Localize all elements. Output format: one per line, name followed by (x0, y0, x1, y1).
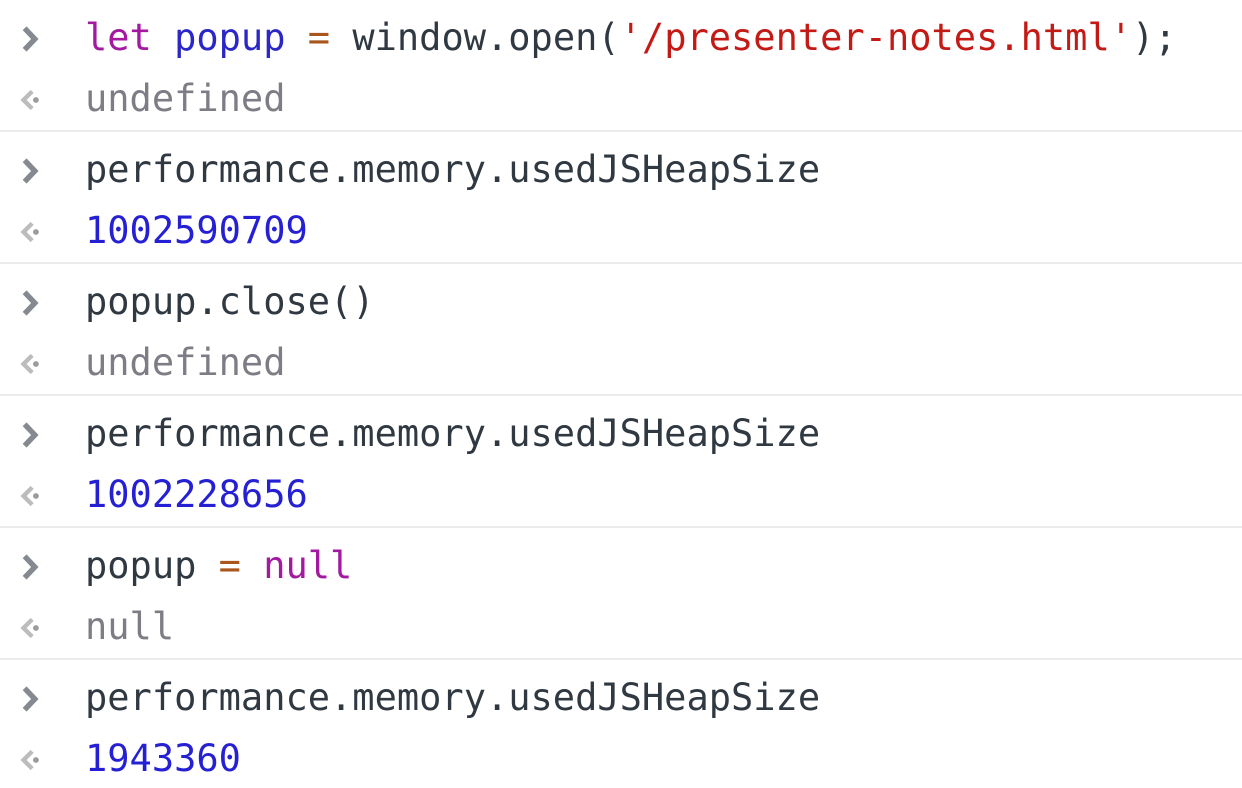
chevron-right-icon (16, 685, 44, 713)
chevron-right-icon (16, 553, 44, 581)
token-plain: ); (1132, 16, 1177, 60)
token-plain: window.open( (330, 16, 620, 60)
console-result-value: 1002590709 (85, 209, 308, 253)
console-entry: performance.memory.usedJSHeapSize 100222… (0, 396, 1242, 528)
console-result-line: null (0, 597, 1242, 658)
chevron-right-icon (16, 289, 44, 317)
token-variable: popup (174, 16, 286, 60)
console-input-code: popup = null (85, 544, 353, 588)
token-plain: popup (85, 544, 219, 588)
chevron-right-icon (16, 421, 44, 449)
console-entry: let popup = window.open('/presenter-note… (0, 0, 1242, 132)
console-input-line: performance.memory.usedJSHeapSize (0, 404, 1242, 465)
console-input-code: performance.memory.usedJSHeapSize (85, 412, 821, 456)
chevron-right-icon (16, 25, 44, 53)
token-result: undefined (85, 77, 286, 121)
console-input-line: performance.memory.usedJSHeapSize (0, 140, 1242, 201)
token-keyword: null (263, 544, 353, 588)
console-input-line: let popup = window.open('/presenter-note… (0, 8, 1242, 69)
console-result-value: 1943360 (85, 737, 241, 781)
token-string: '/presenter-notes.html' (619, 16, 1133, 60)
return-value-icon (16, 614, 44, 642)
return-value-icon (16, 746, 44, 774)
console-input-code: performance.memory.usedJSHeapSize (85, 676, 821, 720)
console-result-value: undefined (85, 341, 286, 385)
console-result-line: 1002590709 (0, 201, 1242, 262)
token-plain (241, 544, 263, 587)
token-operator: = (218, 544, 241, 588)
return-value-icon (16, 482, 44, 510)
token-number: 1002590709 (85, 209, 308, 253)
token-plain: performance.memory.usedJSHeapSize (85, 148, 821, 192)
console-input-line: popup.close() (0, 272, 1242, 333)
token-result: null (85, 605, 175, 649)
console-result-line: undefined (0, 333, 1242, 394)
console-result-line: 1002228656 (0, 465, 1242, 526)
token-keyword: let (85, 16, 175, 60)
console-result-value: undefined (85, 77, 286, 121)
token-plain: performance.memory.usedJSHeapSize (85, 676, 821, 720)
console-result-value: 1002228656 (85, 473, 308, 517)
console-result-line: undefined (0, 69, 1242, 130)
return-value-icon (16, 350, 44, 378)
console-input-code: performance.memory.usedJSHeapSize (85, 148, 821, 192)
console-result-line: 1943360 (0, 729, 1242, 788)
console-input-code: popup.close() (85, 280, 375, 324)
token-plain: popup.close() (85, 280, 375, 324)
token-number: 1002228656 (85, 473, 308, 517)
chevron-right-icon (16, 157, 44, 185)
token-plain (286, 16, 308, 59)
console-result-value: null (85, 605, 175, 649)
console-entry: performance.memory.usedJSHeapSize 100259… (0, 132, 1242, 264)
return-value-icon (16, 218, 44, 246)
console-input-code: let popup = window.open('/presenter-note… (85, 16, 1177, 60)
console-input-line: popup = null (0, 536, 1242, 597)
console-entry: performance.memory.usedJSHeapSize 194336… (0, 660, 1242, 788)
token-number: 1943360 (85, 737, 241, 781)
console-input-line: performance.memory.usedJSHeapSize (0, 668, 1242, 729)
console-entry: popup = null null (0, 528, 1242, 660)
token-operator: = (307, 16, 331, 60)
token-result: undefined (85, 341, 286, 385)
return-value-icon (16, 86, 44, 114)
console-entry: popup.close() undefined (0, 264, 1242, 396)
token-plain: performance.memory.usedJSHeapSize (85, 412, 821, 456)
